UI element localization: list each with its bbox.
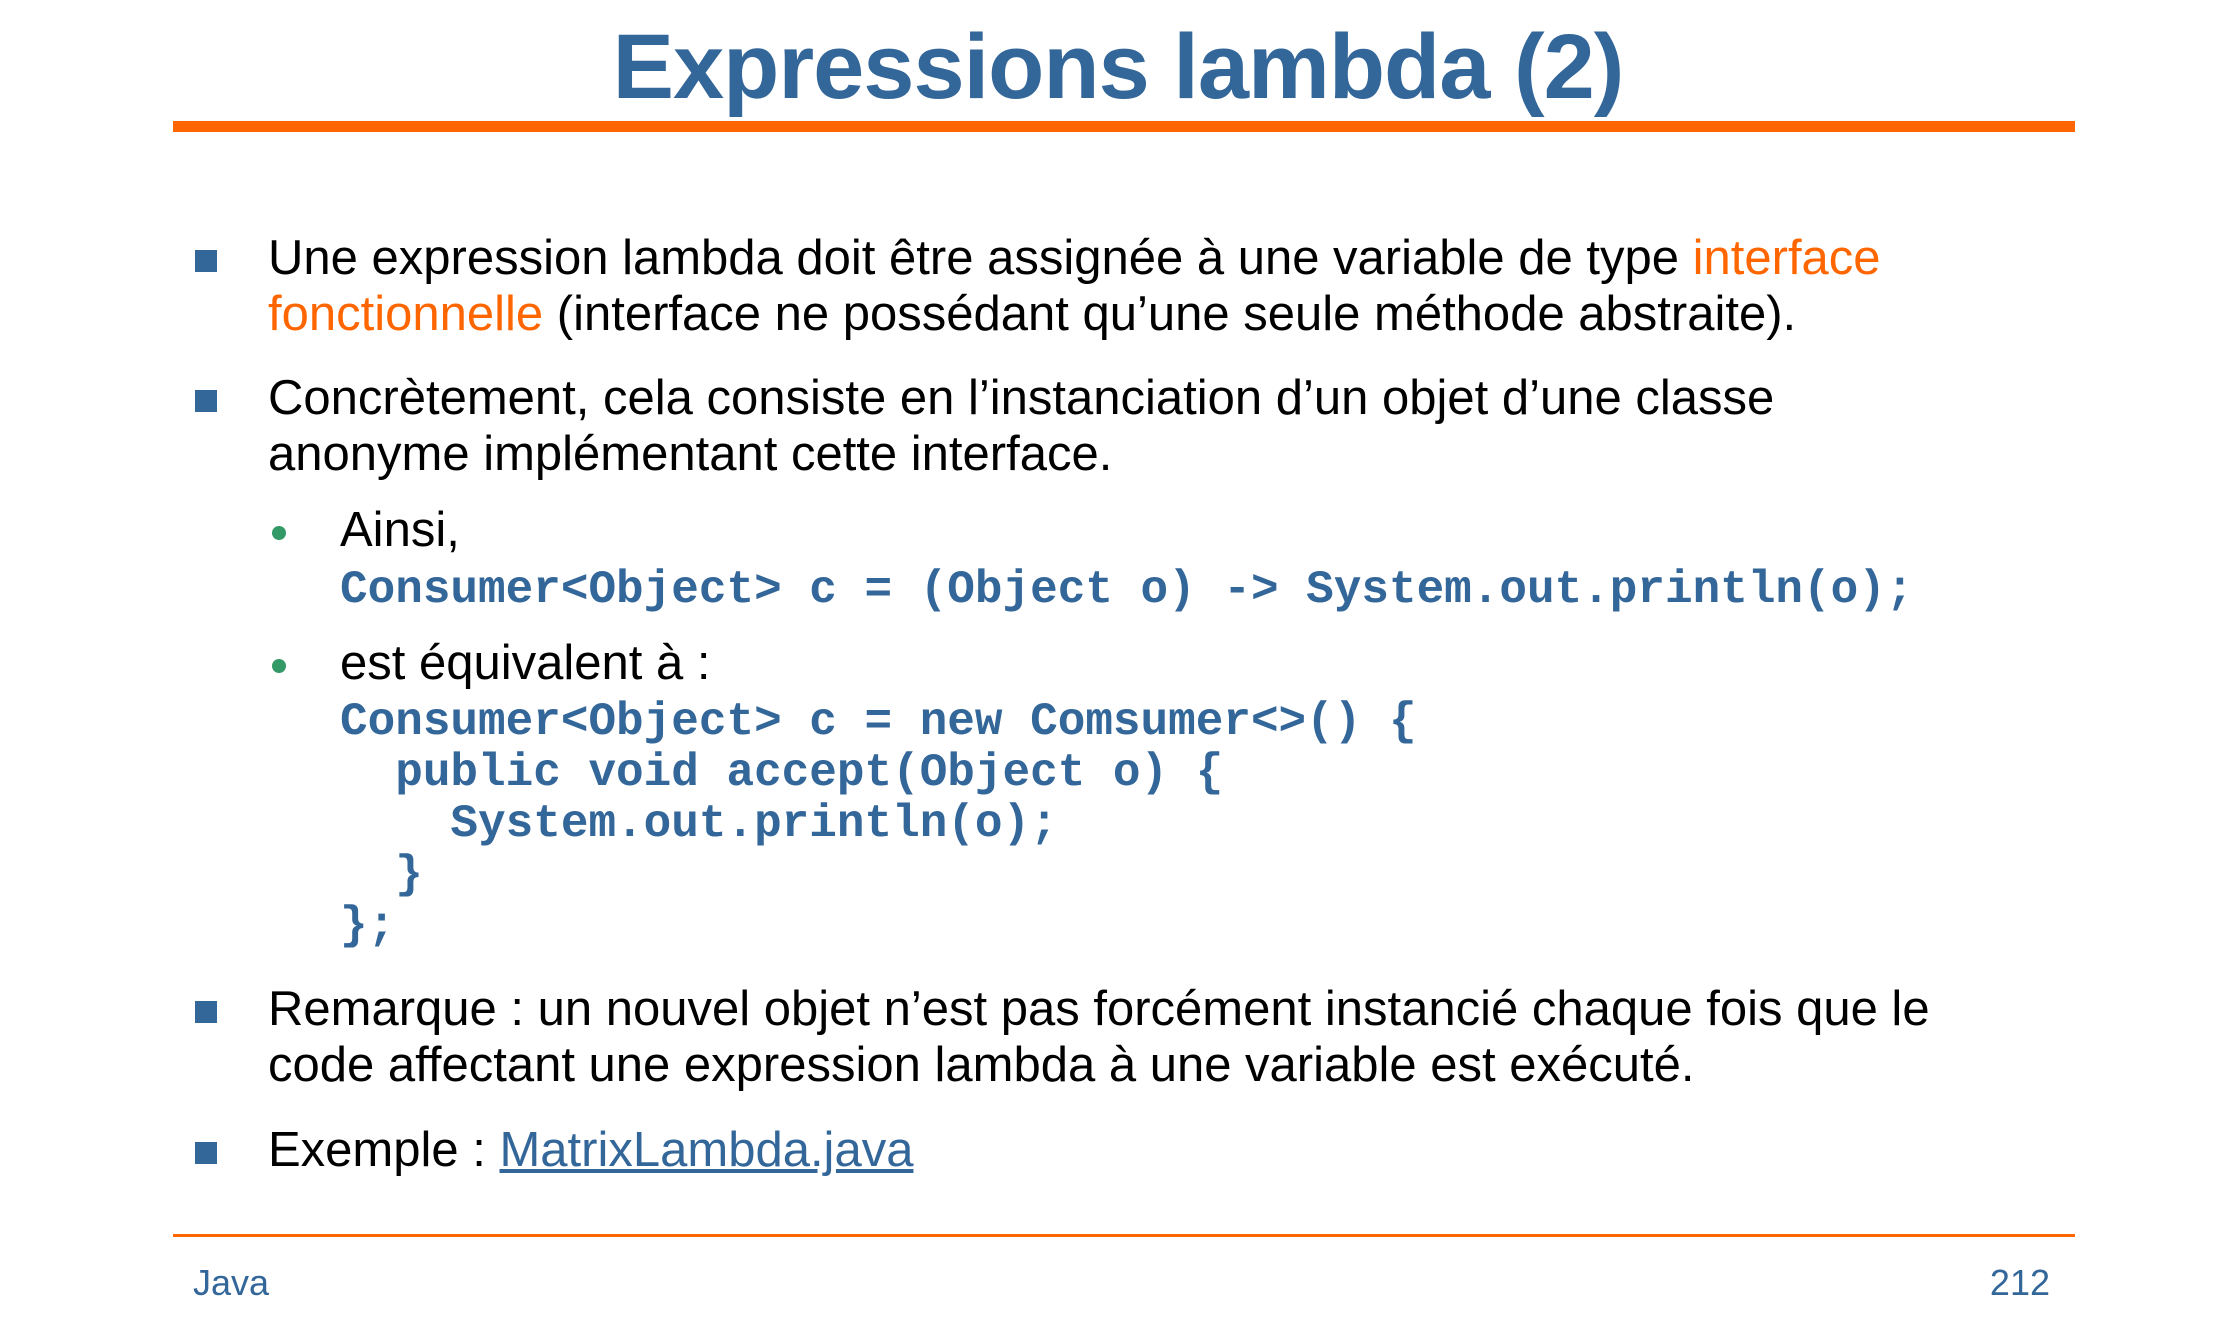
bullet-2-text: Concrètement, cela consiste en l’instanc… xyxy=(268,370,2068,482)
bullet-1-text: Une expression lambda doit être assignée… xyxy=(268,230,2068,342)
title-underline xyxy=(173,121,2075,132)
bullet-3-line2: code affectant une expression lambda à u… xyxy=(268,1038,1695,1092)
bullet-1-text-after: (interface ne possédant qu’une seule mét… xyxy=(543,287,1797,341)
bullet-square-icon xyxy=(195,250,217,272)
bullet-2-line2: anonyme implémentant cette interface. xyxy=(268,427,1113,481)
bullet-4-text: Exemple : MatrixLambda.java xyxy=(268,1122,2068,1178)
bullet-3-line1: Remarque : un nouvel objet n’est pas for… xyxy=(268,982,1930,1036)
footer-rule xyxy=(173,1234,2075,1237)
bullet-square-icon xyxy=(195,1142,217,1164)
bullet-3-text: Remarque : un nouvel objet n’est pas for… xyxy=(268,981,2068,1093)
bullet-1-text-before: Une expression lambda doit être assignée… xyxy=(268,231,1693,285)
code-lambda: Consumer<Object> c = (Object o) -> Syste… xyxy=(340,564,1914,616)
footer-course-name: Java xyxy=(193,1262,270,1303)
sub-bullet-2-text: est équivalent à : xyxy=(340,636,711,690)
code-line: }; xyxy=(340,900,396,952)
code-line: } xyxy=(340,849,423,901)
bullet-square-icon xyxy=(195,390,217,412)
example-file-link[interactable]: MatrixLambda.java xyxy=(499,1123,914,1177)
code-line: public void accept(Object o) { xyxy=(340,747,1224,799)
bullet-dot-icon xyxy=(272,526,286,540)
bullet-2-line1: Concrètement, cela consiste en l’instanc… xyxy=(268,371,1775,425)
bullet-4-label: Exemple : xyxy=(268,1123,500,1177)
code-line: Consumer<Object> c = new Comsumer<>() { xyxy=(340,696,1417,748)
bullet-1-highlight-line2: fonctionnelle xyxy=(268,287,544,341)
footer-page-number: 212 xyxy=(1989,1262,2050,1303)
bullet-1-highlight-line1: interface xyxy=(1692,231,1881,285)
sub-bullet-1-text: Ainsi, xyxy=(340,503,460,557)
slide-title: Expressions lambda (2) xyxy=(612,16,1625,118)
code-line: System.out.println(o); xyxy=(340,798,1058,850)
bullet-dot-icon xyxy=(272,659,286,673)
bullet-square-icon xyxy=(195,1001,217,1023)
code-anonymous-class: Consumer<Object> c = new Comsumer<>() { … xyxy=(340,697,1417,952)
